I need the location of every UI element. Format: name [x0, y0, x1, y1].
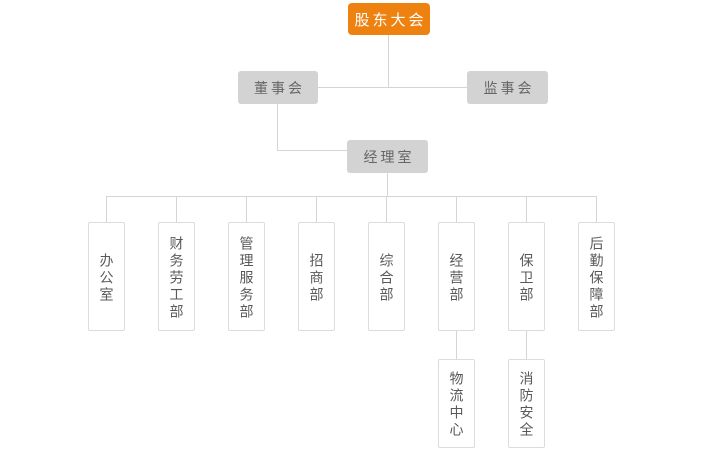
- connector-line: [456, 196, 457, 222]
- connector-line: [316, 196, 317, 222]
- org-node-logistics-center[interactable]: 物流中心: [438, 359, 475, 448]
- connector-line: [246, 196, 247, 222]
- org-node-general-office[interactable]: 办公室: [88, 222, 125, 331]
- org-node-operations-dept[interactable]: 经营部: [438, 222, 475, 331]
- org-node-investment-dept[interactable]: 招商部: [298, 222, 335, 331]
- node-label: 物流中心: [448, 371, 465, 439]
- connector-line: [526, 196, 527, 222]
- node-label: 办公室: [98, 252, 115, 304]
- connector-line: [387, 173, 388, 197]
- node-label: 财务劳工部: [168, 235, 185, 321]
- node-label: 股东大会: [354, 11, 427, 29]
- node-label: 后勤保障部: [588, 235, 605, 321]
- node-label: 监事会: [483, 79, 535, 96]
- org-node-manager-office[interactable]: 经理室: [347, 140, 428, 173]
- connector-line: [388, 35, 389, 87]
- node-label: 招商部: [308, 252, 325, 304]
- org-node-logistics-support-dept[interactable]: 后勤保障部: [578, 222, 615, 331]
- node-label: 保卫部: [518, 252, 535, 304]
- node-label: 综合部: [378, 252, 395, 304]
- org-node-supervisory-board[interactable]: 监事会: [467, 71, 548, 104]
- org-node-security-dept[interactable]: 保卫部: [508, 222, 545, 331]
- node-label: 管理服务部: [238, 235, 255, 321]
- org-node-shareholders-meeting[interactable]: 股东大会: [348, 3, 430, 35]
- connector-line: [176, 196, 177, 222]
- node-label: 董事会: [254, 79, 305, 96]
- org-node-board-of-directors[interactable]: 董事会: [238, 71, 318, 104]
- connector-line: [277, 150, 347, 151]
- org-node-fire-safety[interactable]: 消防安全: [508, 359, 545, 448]
- connector-line: [106, 196, 107, 222]
- node-label: 消防安全: [518, 371, 535, 439]
- connector-line: [106, 196, 597, 197]
- node-label: 经营部: [448, 252, 465, 304]
- org-node-general-affairs-dept[interactable]: 综合部: [368, 222, 405, 331]
- connector-line: [318, 87, 467, 88]
- connector-line: [386, 196, 387, 222]
- node-label: 经理室: [363, 148, 415, 165]
- connector-line: [456, 331, 457, 359]
- connector-line: [526, 331, 527, 359]
- org-node-management-service-dept[interactable]: 管理服务部: [228, 222, 265, 331]
- connector-line: [277, 104, 278, 150]
- org-node-finance-labor-dept[interactable]: 财务劳工部: [158, 222, 195, 331]
- connector-line: [596, 196, 597, 222]
